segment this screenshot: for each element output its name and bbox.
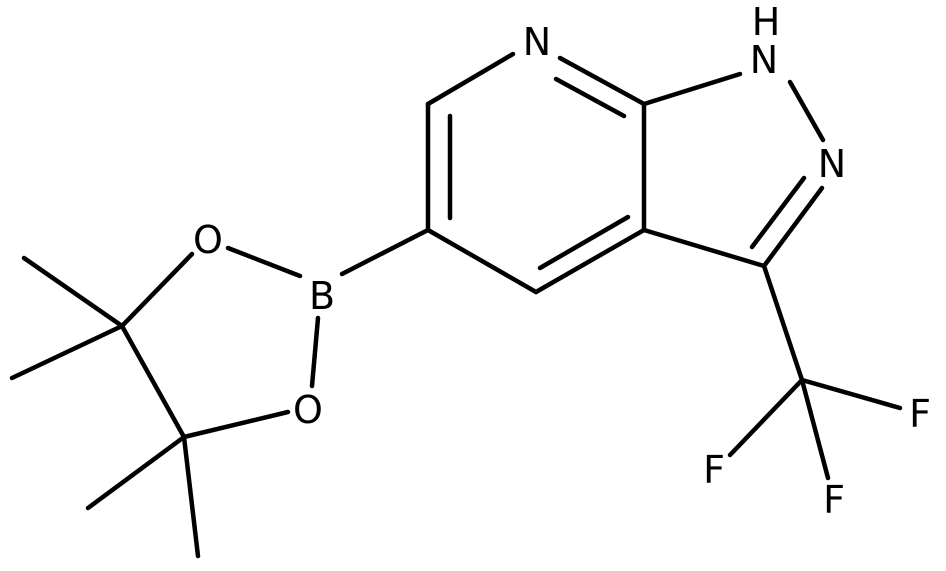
bond-cf3-f1 — [799, 377, 903, 411]
bond-methyl-1 — [21, 255, 125, 329]
atom-n1: N — [750, 38, 778, 82]
bond-c3-cf3 — [761, 263, 805, 383]
bond-b-o-upper — [225, 245, 303, 279]
bond-c-c-pinacol — [119, 323, 187, 440]
bond-n1-n2 — [787, 79, 826, 143]
bond-c5-c4 — [425, 227, 539, 295]
bond-c7a-n1 — [641, 71, 743, 107]
bond-methyl-3 — [85, 434, 187, 511]
bond-o-upper-c — [119, 251, 195, 329]
atom-n-pyridine: N — [523, 20, 551, 64]
atom-n2: N — [818, 142, 846, 186]
atom-boron: B — [309, 274, 335, 318]
bond-cf3-f3 — [799, 377, 831, 481]
bond-npyr-c6 — [425, 51, 516, 107]
bond-c4-c3a-inner — [537, 214, 631, 271]
atom-oxygen-upper: O — [193, 218, 223, 262]
bond-c5-b — [339, 227, 431, 277]
bond-b-o-lower — [309, 315, 321, 389]
atom-fluorine-1: F — [909, 392, 931, 436]
atom-label-layer: N H N N B O O F F F — [193, 0, 931, 522]
bond-n2-c3 — [761, 185, 825, 269]
bond-c7a-npyr — [557, 55, 647, 107]
bond-c4-c3a — [533, 227, 647, 295]
bond-o-lower-c — [181, 409, 291, 440]
bond-n2-c3-inner — [749, 175, 807, 250]
bond-c3-c3a — [641, 227, 767, 269]
atom-fluorine-3: F — [823, 478, 845, 522]
atom-h-nh: H — [752, 0, 781, 44]
bond-layer — [9, 51, 903, 559]
atom-oxygen-lower: O — [293, 388, 323, 432]
bond-cf3-f2 — [727, 377, 805, 458]
bond-methyl-4 — [181, 434, 201, 559]
bond-c7a-npyr-inner — [553, 76, 627, 119]
bond-methyl-2 — [9, 323, 125, 381]
atom-fluorine-2: F — [703, 448, 725, 492]
